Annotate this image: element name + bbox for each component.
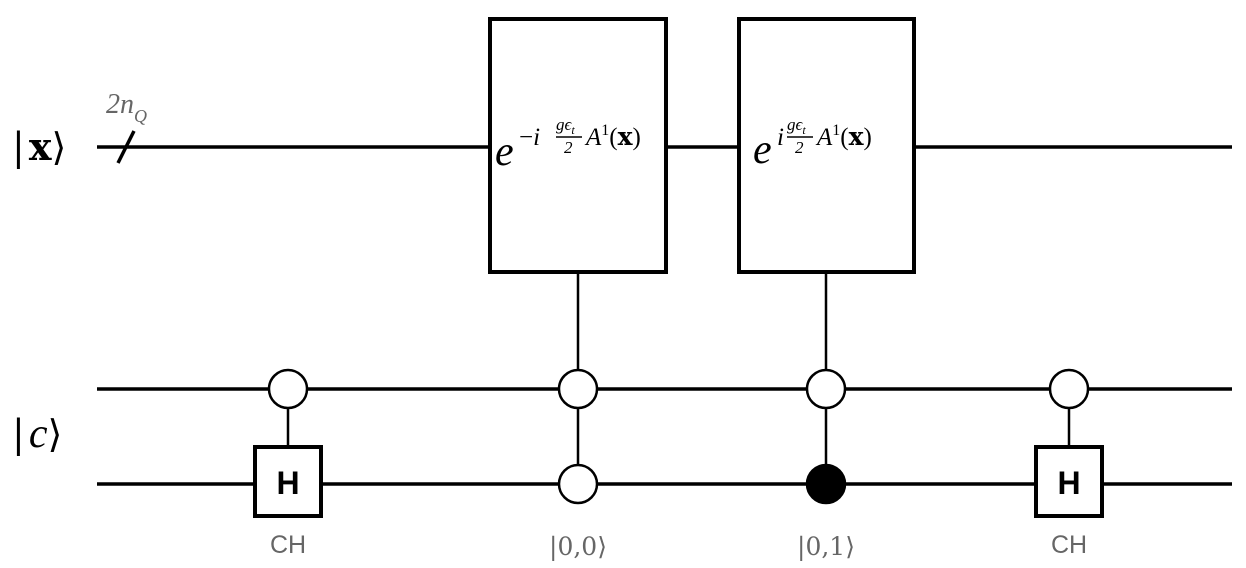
control-open-u-minus-top [557,368,599,410]
control-closed-u-plus-bottom [805,463,847,505]
gate-u-minus-frac-num: gϵt [556,115,575,137]
gate-hadamard-2 [1034,445,1104,518]
qubit-label-c: |c⟩ [12,411,62,457]
control-open-u-plus-top [805,368,847,410]
gate-u-minus-operator: A1(x) [584,122,641,151]
register-size-label: 2nQ [106,89,147,126]
label-ket-00: |0,0⟩ [549,532,607,562]
gate-u-minus [488,17,668,274]
gate-u-plus [737,17,916,274]
label-ket-01: |0,1⟩ [797,532,855,562]
gate-hadamard-1 [253,445,323,518]
gate-u-plus-operator: A1(x) [815,122,872,151]
gate-u-plus-frac-den: 2 [795,138,804,157]
gate-u-minus-exponent-sign: −i [519,124,540,151]
gate-u-plus-exponent-imag: i [777,124,784,151]
qubit-label-x: |x⟩ [12,124,66,169]
label-ch-2: CH [1051,531,1087,559]
label-ch-1: CH [270,531,306,559]
gate-hadamard-1-label: H [276,465,299,501]
control-open-u-minus-bottom [557,463,599,505]
register-slash [116,130,136,164]
gate-hadamard-2-label: H [1057,465,1080,501]
gate-u-minus-label: e [495,129,514,175]
gate-u-plus-frac-num: gϵt [787,115,806,137]
control-open-ch-1 [267,368,309,410]
control-open-ch-2 [1048,368,1090,410]
gate-u-minus-frac-den: 2 [564,138,573,157]
gate-u-plus-label: e [753,127,772,173]
